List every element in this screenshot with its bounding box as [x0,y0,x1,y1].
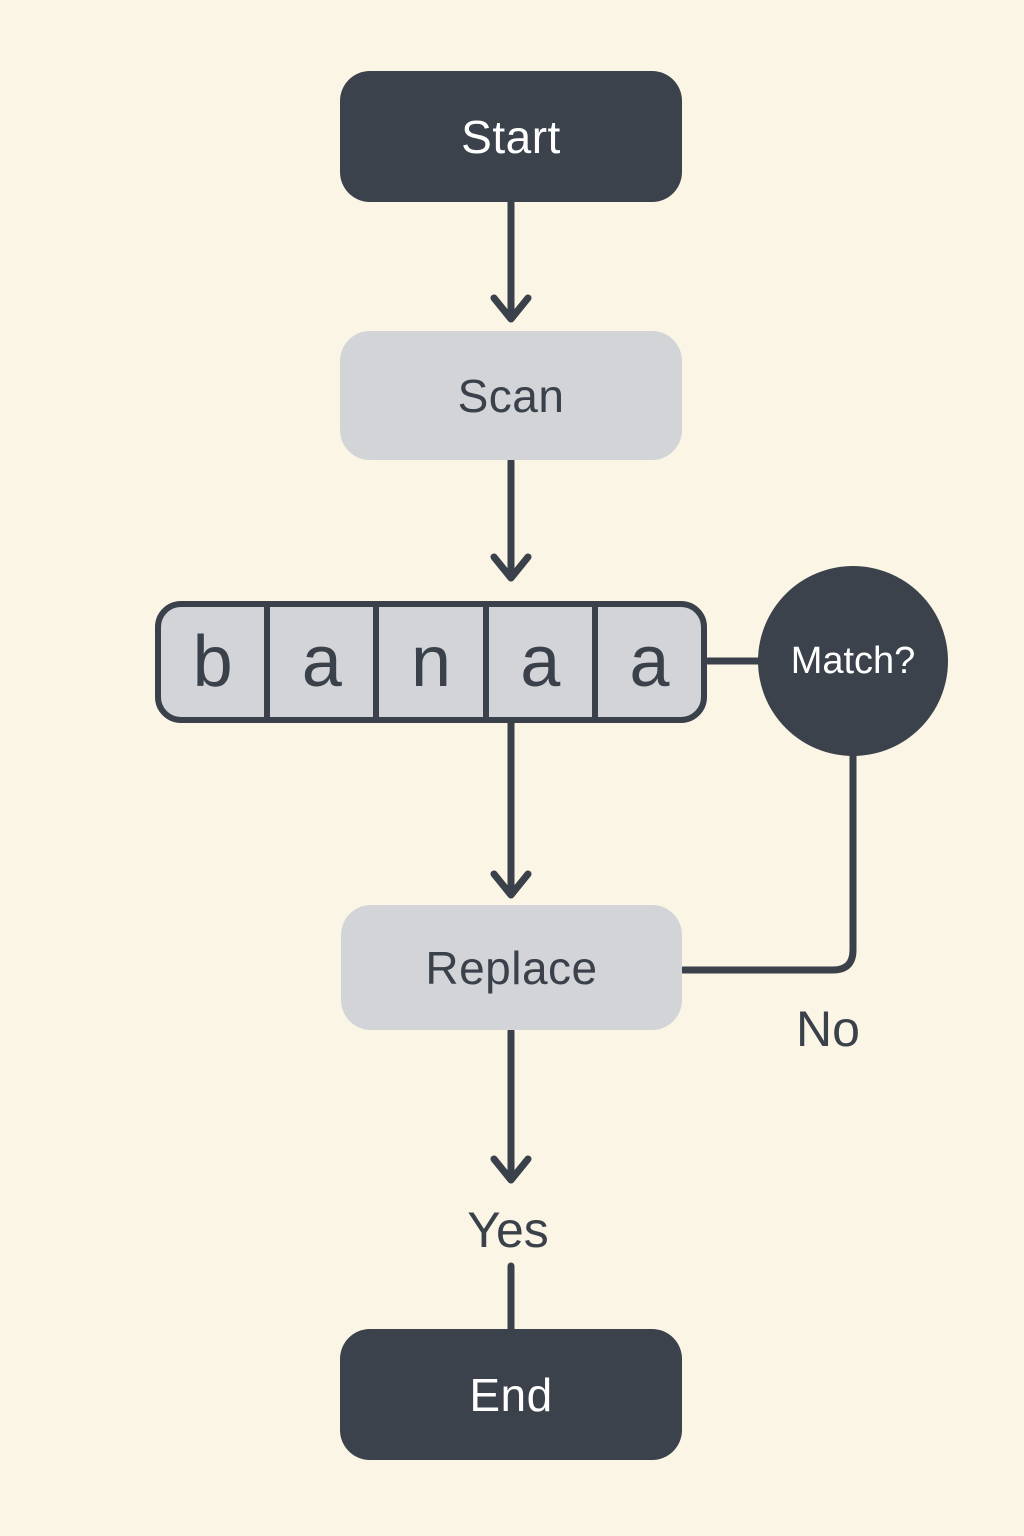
node-match-label: Match? [790,639,916,682]
node-end: End [340,1329,682,1460]
node-replace: Replace [341,905,682,1030]
node-end-label: End [469,1368,553,1421]
node-start-label: Start [461,110,561,163]
arrowhead-scan-tape [490,553,532,582]
edge-match-replace-no [679,750,857,974]
edge-label-no: No [796,1001,860,1057]
tape-cell-letter: b [192,622,233,702]
node-match-decision: Match? [758,566,948,756]
tape-cell: a [482,607,592,717]
tape-cell-letter: a [301,622,342,702]
tape-cell-letter: n [410,622,452,702]
tape-cell-letter: a [520,622,561,702]
edge-label-yes: Yes [467,1202,549,1258]
tape-cell: n [373,607,482,717]
arrowhead-tape-replace [490,870,532,899]
tape-row: b a n a a [155,601,707,723]
tape-cell-letter: a [629,622,670,702]
tape-cell: b [161,607,264,717]
node-start: Start [340,71,682,202]
tape-cell: a [264,607,373,717]
node-replace-label: Replace [425,941,598,994]
arrowhead-replace-yes [490,1155,532,1184]
node-scan-label: Scan [457,369,565,422]
node-scan: Scan [340,331,682,460]
tape-cell: a [591,607,701,717]
arrowhead-start-scan [490,294,532,323]
